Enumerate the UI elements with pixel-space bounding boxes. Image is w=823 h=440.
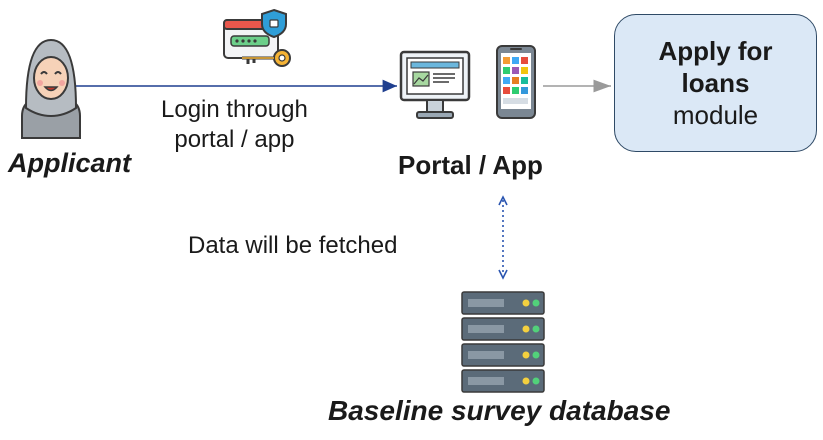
- person-hijab-icon: [21, 38, 81, 139]
- login-label-line1: Login through: [161, 96, 308, 123]
- server-database-icon: [461, 291, 545, 393]
- login-label: Login through portal / app: [161, 95, 308, 155]
- login-credentials-key-icon: [223, 8, 291, 67]
- applicant-label: Applicant: [8, 148, 132, 178]
- desktop-computer-icon: [399, 50, 471, 119]
- database-label: Baseline survey database: [328, 395, 671, 426]
- smartphone-icon: [496, 45, 536, 119]
- module-line3: module: [672, 100, 759, 130]
- apply-for-loans-module-box: Apply for loans module: [614, 14, 817, 152]
- login-label-line2: portal / app: [174, 126, 295, 153]
- module-line1: Apply for: [658, 36, 773, 66]
- module-line2: loans: [681, 68, 750, 98]
- portal-app-label: Portal / App: [398, 150, 543, 180]
- data-fetch-label: Data will be fetched: [188, 232, 398, 259]
